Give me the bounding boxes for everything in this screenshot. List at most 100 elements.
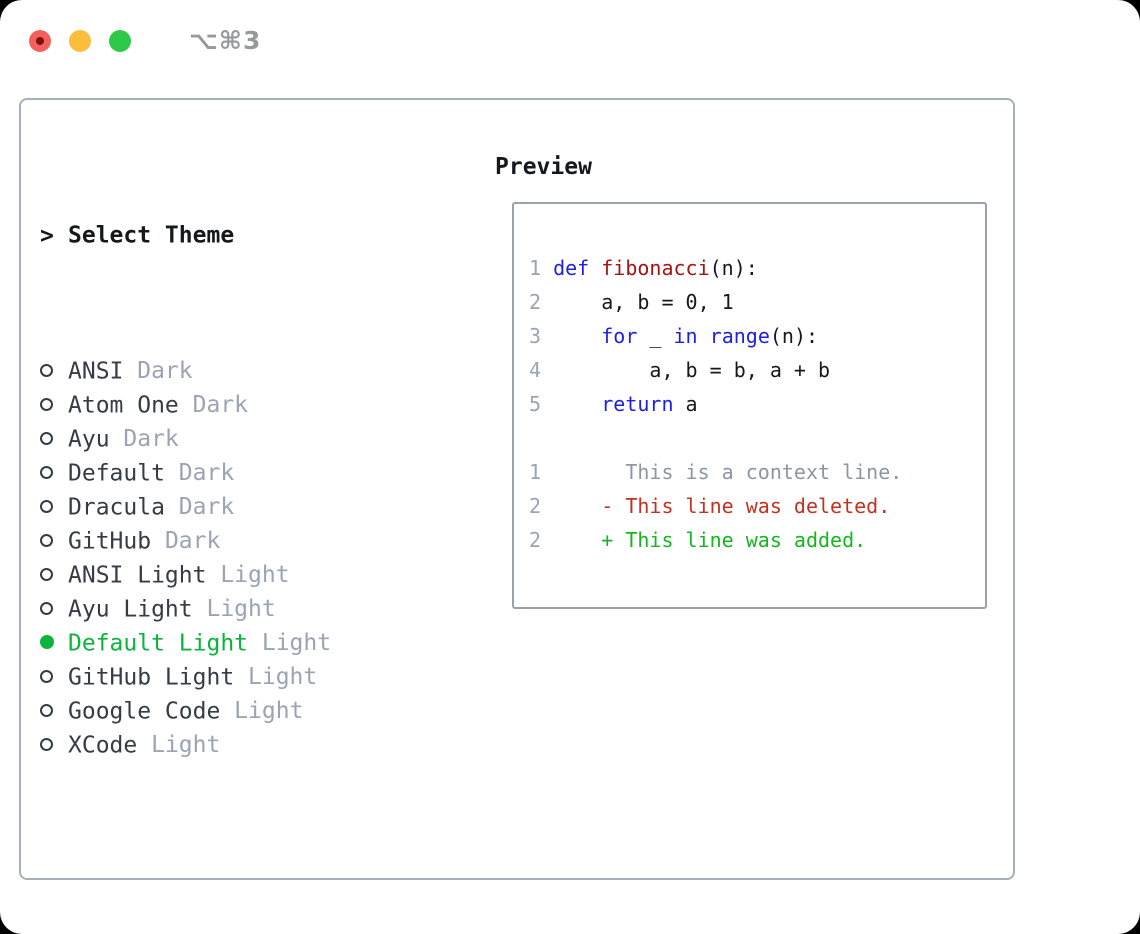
code-line: 3 for _ in range(n): bbox=[529, 319, 985, 353]
theme-option[interactable]: Ayu Dark bbox=[40, 422, 428, 456]
preview-title: Preview bbox=[495, 154, 592, 180]
code-token-plain: (n): bbox=[769, 324, 819, 348]
theme-variant: Light bbox=[234, 664, 318, 690]
theme-variant: Light bbox=[248, 630, 332, 656]
theme-variant: Light bbox=[220, 698, 304, 724]
zoom-button[interactable] bbox=[109, 29, 131, 52]
theme-name: Default Light bbox=[68, 630, 249, 657]
theme-option[interactable]: ANSI Dark bbox=[40, 354, 428, 388]
radio-icon bbox=[40, 457, 68, 491]
code-line: 5 return a bbox=[529, 387, 985, 421]
code-line: 1 def fibonacci(n): bbox=[529, 251, 985, 285]
theme-name: Ayu Light bbox=[68, 596, 193, 623]
theme-name: ANSI bbox=[68, 358, 124, 385]
line-number: 2 bbox=[529, 494, 542, 518]
line-number: 5 bbox=[529, 392, 554, 416]
code-token-plain: a bbox=[673, 392, 698, 416]
code-token-function: fibonacci bbox=[601, 256, 710, 280]
code-token-plain bbox=[553, 324, 601, 348]
code-token-keyword: in bbox=[673, 324, 698, 348]
theme-variant: Light bbox=[137, 732, 221, 758]
diff-text: This is a context line. bbox=[541, 460, 903, 484]
code-token-plain bbox=[553, 392, 601, 416]
code-token-plain bbox=[698, 324, 710, 348]
code-token-keyword: range bbox=[709, 324, 770, 348]
theme-name: Ayu bbox=[68, 426, 110, 453]
line-number: 2 bbox=[529, 290, 554, 314]
diff-line-context: 1 This is a context line. bbox=[529, 455, 985, 489]
theme-name: Google Code bbox=[68, 698, 221, 725]
radio-icon bbox=[40, 661, 68, 695]
code-token-plain: _ bbox=[637, 324, 674, 348]
theme-name: GitHub bbox=[68, 528, 152, 555]
code-line: 2 a, b = 0, 1 bbox=[529, 285, 985, 319]
theme-name: Atom One bbox=[68, 392, 179, 419]
diff-text: + This line was added. bbox=[541, 528, 867, 552]
radio-selected-icon bbox=[40, 627, 68, 661]
unsaved-changes-dot-icon bbox=[36, 36, 44, 45]
radio-icon bbox=[40, 355, 68, 389]
theme-name: Dracula bbox=[68, 494, 165, 521]
radio-icon bbox=[40, 559, 68, 593]
theme-variant: Dark bbox=[164, 460, 235, 486]
radio-icon bbox=[40, 423, 68, 457]
theme-option[interactable]: Atom One Dark bbox=[40, 388, 428, 422]
diff-snippet: 1 This is a context line.2 - This line w… bbox=[529, 455, 985, 557]
theme-variant: Dark bbox=[123, 358, 193, 384]
theme-name: ANSI Light bbox=[68, 562, 207, 589]
theme-name: GitHub Light bbox=[68, 664, 235, 691]
theme-variant: Dark bbox=[178, 392, 249, 418]
theme-option[interactable]: Ayu Light Light bbox=[40, 592, 428, 626]
spacer bbox=[529, 421, 985, 455]
code-token-plain bbox=[589, 256, 601, 280]
theme-option[interactable]: GitHub Light Light bbox=[40, 660, 428, 694]
minimize-button[interactable] bbox=[69, 29, 91, 52]
code-token-keyword: for bbox=[601, 324, 638, 348]
diff-line-deleted: 2 - This line was deleted. bbox=[529, 489, 985, 523]
theme-option[interactable]: XCode Light bbox=[40, 728, 428, 762]
radio-icon bbox=[40, 593, 68, 627]
theme-option[interactable]: Dracula Dark bbox=[40, 490, 428, 524]
theme-variant: Light bbox=[192, 596, 276, 622]
line-number: 4 bbox=[529, 358, 554, 382]
theme-variant: Dark bbox=[151, 528, 221, 554]
theme-option[interactable]: Google Code Light bbox=[40, 694, 428, 728]
diff-text: - This line was deleted. bbox=[541, 494, 891, 518]
cursor-arrow-icon: > bbox=[40, 222, 54, 249]
line-number: 3 bbox=[529, 324, 554, 348]
radio-icon bbox=[40, 729, 68, 763]
radio-icon bbox=[40, 491, 68, 525]
theme-option[interactable]: Default Light Light bbox=[40, 626, 428, 660]
code-line: 4 a, b = b, a + b bbox=[529, 353, 985, 387]
window-shortcut-label: ⌥⌘3 bbox=[189, 26, 262, 55]
titlebar: ⌥⌘3 bbox=[29, 26, 261, 55]
theme-variant: Dark bbox=[109, 426, 179, 452]
theme-name: XCode bbox=[68, 732, 138, 759]
radio-icon bbox=[40, 525, 68, 559]
close-button[interactable] bbox=[29, 29, 51, 52]
theme-name: Default bbox=[68, 460, 165, 487]
theme-picker-title: > Select Theme bbox=[40, 218, 428, 252]
diff-line-added: 2 + This line was added. bbox=[529, 523, 985, 557]
code-token-plain: a, b = b, a + b bbox=[553, 358, 831, 382]
code-token-plain: a, b = 0, 1 bbox=[553, 290, 734, 314]
code-token-keyword: return bbox=[601, 392, 674, 416]
code-token-plain: (n): bbox=[709, 256, 758, 280]
theme-option[interactable]: Default Dark bbox=[40, 456, 428, 490]
line-number: 1 bbox=[529, 460, 542, 484]
theme-variant: Dark bbox=[164, 494, 235, 520]
theme-option[interactable]: GitHub Dark bbox=[40, 524, 428, 558]
line-number: 1 bbox=[529, 256, 554, 280]
theme-variant: Light bbox=[206, 562, 290, 588]
radio-icon bbox=[40, 695, 68, 729]
line-number: 2 bbox=[529, 528, 542, 552]
theme-picker-title-label: Select Theme bbox=[68, 222, 235, 249]
radio-icon bbox=[40, 389, 68, 423]
theme-option[interactable]: ANSI Light Light bbox=[40, 558, 428, 592]
